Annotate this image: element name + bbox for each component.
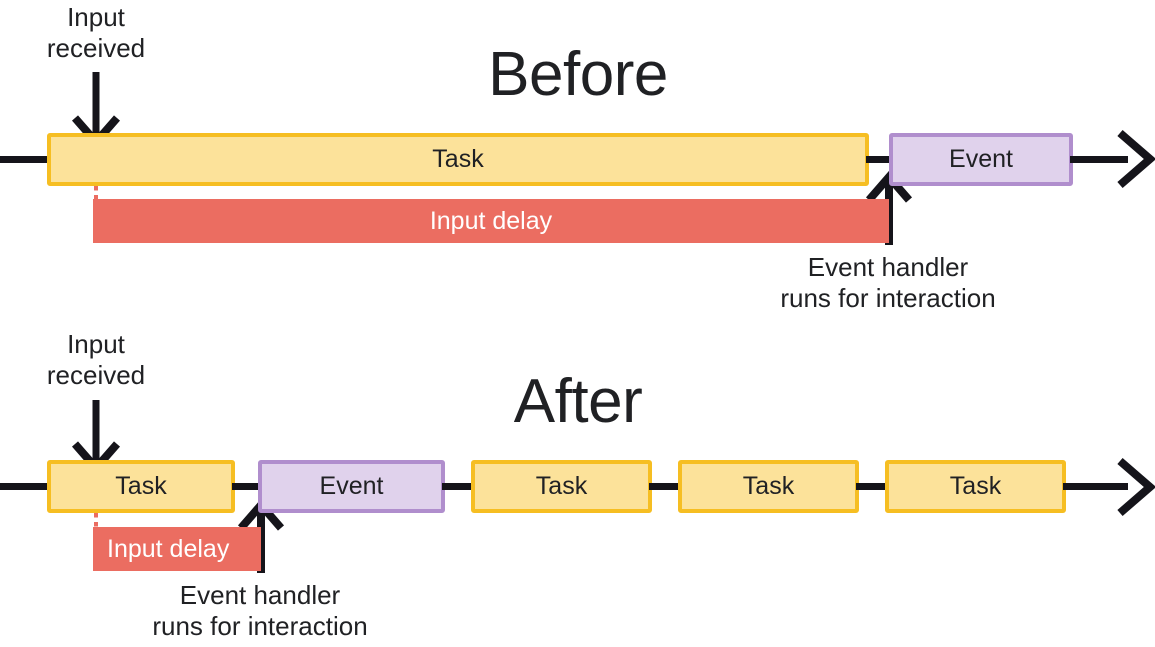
after-input-received-label: Input received bbox=[46, 329, 146, 390]
before-task-block[interactable]: Task bbox=[47, 133, 869, 186]
after-event-label: Event bbox=[319, 472, 384, 500]
after-task-label-4: Task bbox=[949, 472, 1002, 500]
after-timeline-left-stub bbox=[0, 483, 48, 490]
after-task-label-2: Task bbox=[535, 472, 588, 500]
after-timeline-connector-1 bbox=[232, 483, 261, 490]
after-timeline-connector-3 bbox=[649, 483, 681, 490]
before-delay-dotted-connector bbox=[94, 186, 98, 200]
after-task-block-4[interactable]: Task bbox=[885, 460, 1066, 513]
after-timeline-right-run bbox=[1063, 483, 1128, 490]
before-task-label: Task bbox=[432, 145, 484, 173]
before-timeline-left-stub bbox=[0, 156, 48, 163]
before-event-label: Event bbox=[949, 145, 1013, 173]
after-delay-dotted-connector bbox=[94, 513, 98, 528]
after-task-block-3[interactable]: Task bbox=[678, 460, 859, 513]
after-task-block-1[interactable]: Task bbox=[47, 460, 235, 513]
before-title: Before bbox=[488, 40, 668, 109]
before-input-delay-label: Input delay bbox=[429, 206, 553, 235]
after-task-label-3: Task bbox=[742, 472, 795, 500]
after-task-block-2[interactable]: Task bbox=[471, 460, 652, 513]
before-input-delay-bar: Input delay bbox=[93, 199, 889, 243]
after-event-handler-label: Event handler runs for interaction bbox=[152, 580, 368, 641]
before-input-received-label: Input received bbox=[46, 2, 146, 63]
before-event-block[interactable]: Event bbox=[889, 133, 1073, 186]
after-input-delay-label: Input delay bbox=[107, 534, 230, 563]
after-timeline-connector-4 bbox=[856, 483, 888, 490]
before-input-arrow bbox=[71, 72, 121, 149]
before-timeline-connector bbox=[866, 156, 892, 163]
after-input-arrow bbox=[71, 400, 121, 475]
before-event-handler-label: Event handler runs for interaction bbox=[780, 252, 996, 313]
after-input-delay-bar: Input delay bbox=[93, 527, 261, 571]
after-title: After bbox=[513, 367, 643, 436]
before-timeline-right-run bbox=[1070, 156, 1128, 163]
after-event-block[interactable]: Event bbox=[258, 460, 445, 513]
after-task-label-1: Task bbox=[115, 472, 167, 500]
after-timeline-connector-2 bbox=[442, 483, 474, 490]
